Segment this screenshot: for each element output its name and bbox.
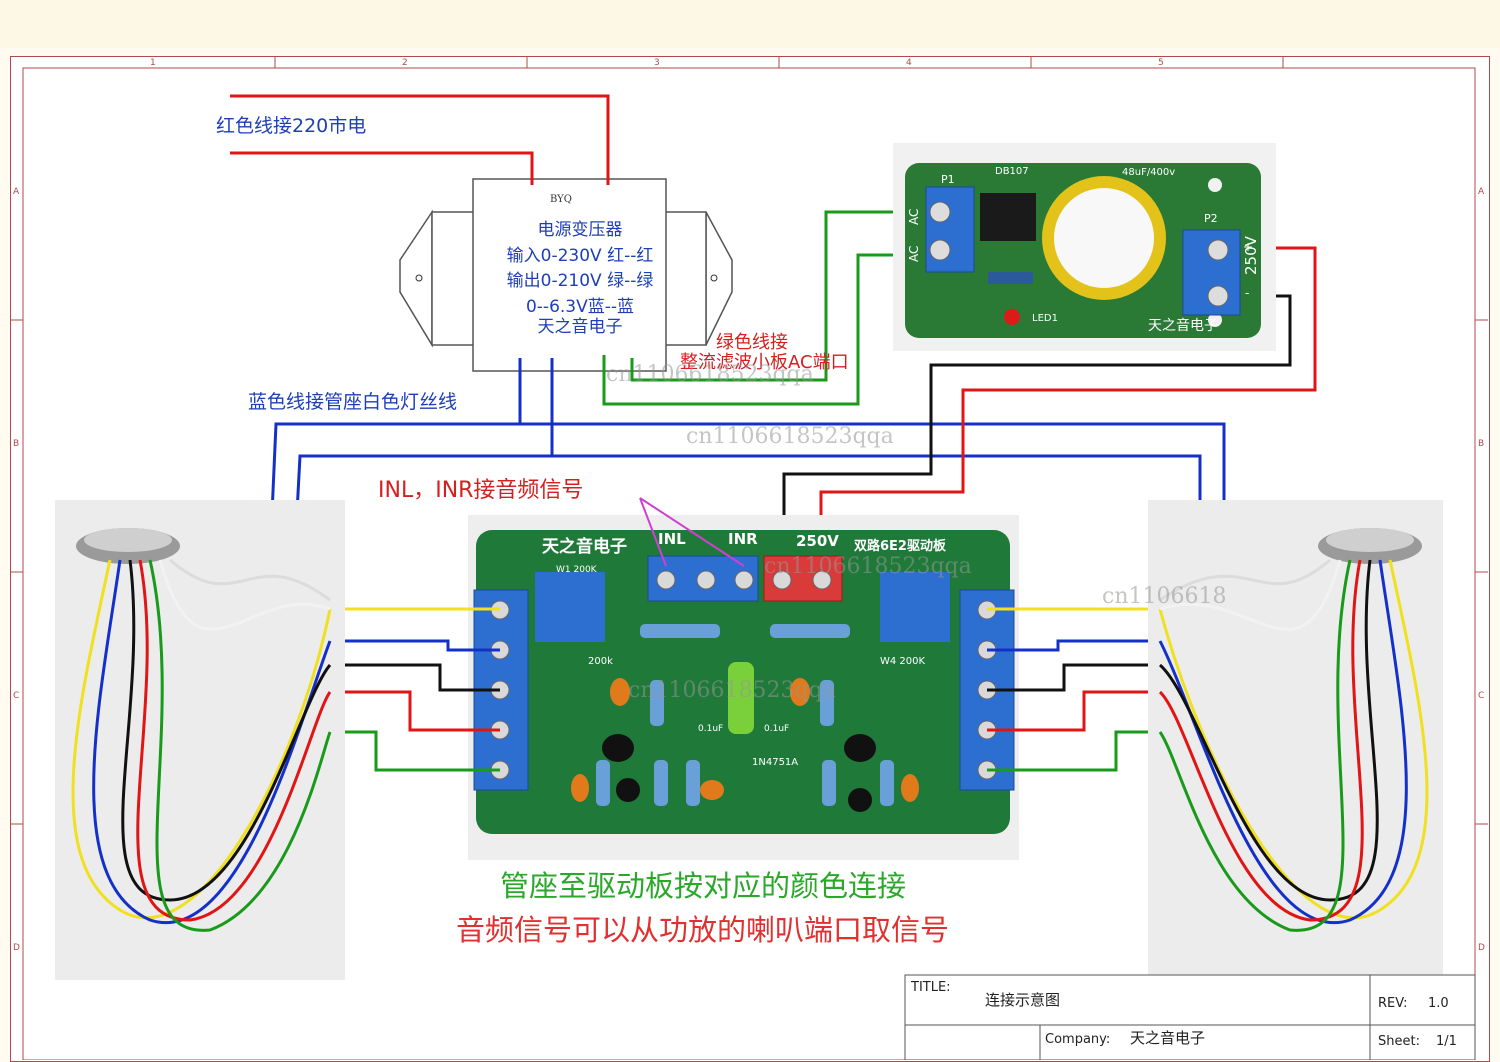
watermark-1: cn1106618523qqa [606, 362, 814, 387]
rect-p1: P1 [941, 173, 955, 186]
rect-ac-bottom: AC [907, 246, 921, 262]
rect-p2: P2 [1204, 212, 1218, 225]
transformer-tag: BYQ [550, 194, 572, 205]
signal-label: INL，INR接音频信号 [378, 478, 584, 503]
col-num-4: 4 [906, 58, 912, 68]
driver-inl: INL [658, 530, 686, 548]
filament-label: 蓝色线接管座白色灯丝线 [248, 391, 458, 413]
driver-w4: W4 200K [880, 656, 926, 667]
rect-plus: + [1243, 240, 1253, 254]
title-value: 连接示意图 [985, 991, 1061, 1009]
driver-c1: 0.1uF [698, 724, 723, 734]
top-band [0, 0, 1500, 48]
driver-c2: 0.1uF [764, 724, 789, 734]
right-socket-wires [987, 607, 1160, 772]
rect-brand: 天之音电子 [1148, 317, 1218, 334]
driver-inr: INR [728, 530, 758, 548]
row-letter-a-right: A [1478, 187, 1485, 197]
driver-hv: 250V [796, 532, 839, 550]
green-wire-label-1: 绿色线接 [716, 332, 788, 353]
rev-value: 1.0 [1428, 996, 1449, 1011]
driver-w2: 200k [588, 656, 613, 667]
rect-ac-top: AC [907, 209, 921, 225]
col-num-5: 5 [1158, 58, 1164, 68]
transformer-output: 输出0-210V 绿--绿 [506, 271, 654, 291]
title-label: TITLE: [911, 980, 951, 995]
watermark-2: cn1106618523qqa [686, 424, 894, 449]
driver-brand: 天之音电子 [542, 536, 627, 557]
left-tube-socket [55, 500, 345, 980]
company-value: 天之音电子 [1130, 1029, 1206, 1047]
rect-led: LED1 [1032, 313, 1058, 324]
transformer-title: 电源变压器 [537, 220, 623, 240]
green-wires-ac [602, 210, 928, 406]
row-letter-d-right: D [1478, 943, 1485, 953]
rect-cap: 48uF/400v [1122, 167, 1175, 178]
watermark-5: cn1106618 [1102, 584, 1227, 609]
row-letter-c-right: C [1478, 691, 1484, 701]
row-letter-b: B [13, 439, 19, 449]
row-letter-b-right: B [1478, 439, 1484, 449]
inner-frame [22, 67, 1476, 1060]
right-tube-socket [1148, 500, 1443, 980]
row-letter-d: D [13, 943, 20, 953]
power-transformer [399, 178, 733, 372]
sheet-label: Sheet: [1378, 1034, 1420, 1049]
transformer-filament: 0--6.3V蓝--蓝 [525, 297, 635, 317]
driver-model: 双路6E2驱动板 [854, 538, 947, 554]
col-num-1: 1 [150, 58, 156, 68]
row-letter-a: A [13, 187, 20, 197]
sheet-value: 1/1 [1436, 1034, 1457, 1049]
driver-zener: 1N4751A [752, 757, 798, 768]
row-letter-c: C [13, 691, 19, 701]
bottom-note-1: 管座至驱动板按对应的颜色连接 [500, 869, 907, 903]
rectifier-board [893, 143, 1276, 351]
left-socket-wires [330, 607, 500, 772]
title-block [904, 974, 1476, 1060]
transformer-input: 输入0-230V 红--红 [506, 246, 654, 266]
rect-db107: DB107 [995, 166, 1029, 177]
mains-label: 红色线接220市电 [216, 115, 367, 137]
green-wire-label-2: 整流滤波小板AC端口 [680, 352, 849, 373]
watermark-4: cn1106618523qqa [628, 678, 836, 703]
hv-wires [782, 246, 1317, 572]
driver-w1: W1 200K [556, 565, 598, 575]
watermark-3: cn1106618523qqa [764, 554, 972, 579]
col-num-3: 3 [654, 58, 660, 68]
signal-pointer [639, 497, 745, 567]
mains-red-wires [230, 94, 610, 185]
transformer-brand: 天之音电子 [537, 317, 623, 337]
rect-minus: - [1245, 286, 1249, 300]
rev-label: REV: [1378, 996, 1408, 1011]
company-label: Company: [1045, 1032, 1111, 1047]
frame-ruler [10, 56, 1488, 825]
rect-voltage: 250V [1242, 235, 1260, 275]
col-num-2: 2 [402, 58, 408, 68]
bottom-note-2: 音频信号可以从功放的喇叭端口取信号 [456, 913, 950, 947]
